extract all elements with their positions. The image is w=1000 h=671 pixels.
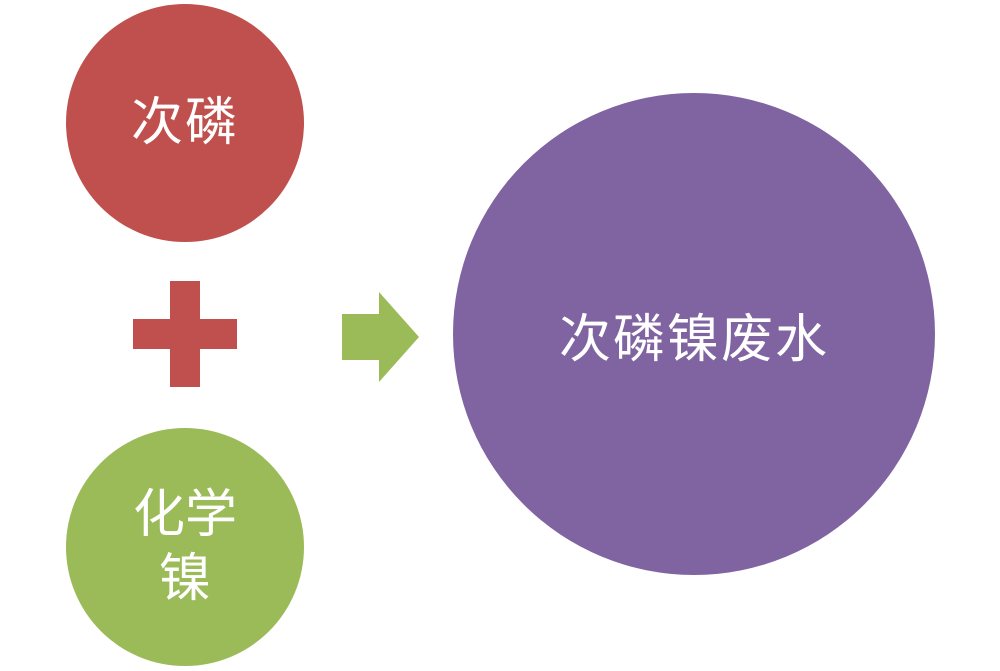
- result-label: 次磷镍废水: [558, 309, 829, 370]
- plus-icon: [133, 281, 237, 387]
- result-circle-wastewater: 次磷镍废水: [453, 93, 935, 575]
- arrow-right-icon: [342, 292, 419, 382]
- input-circle-chemical-nickel: 化学镍: [66, 428, 304, 666]
- input-circle-hypophosphite: 次磷: [66, 4, 304, 242]
- input-top-label: 次磷: [130, 93, 239, 153]
- input-bottom-label: 化学镍: [132, 485, 237, 609]
- plus-vertical-bar: [170, 281, 200, 387]
